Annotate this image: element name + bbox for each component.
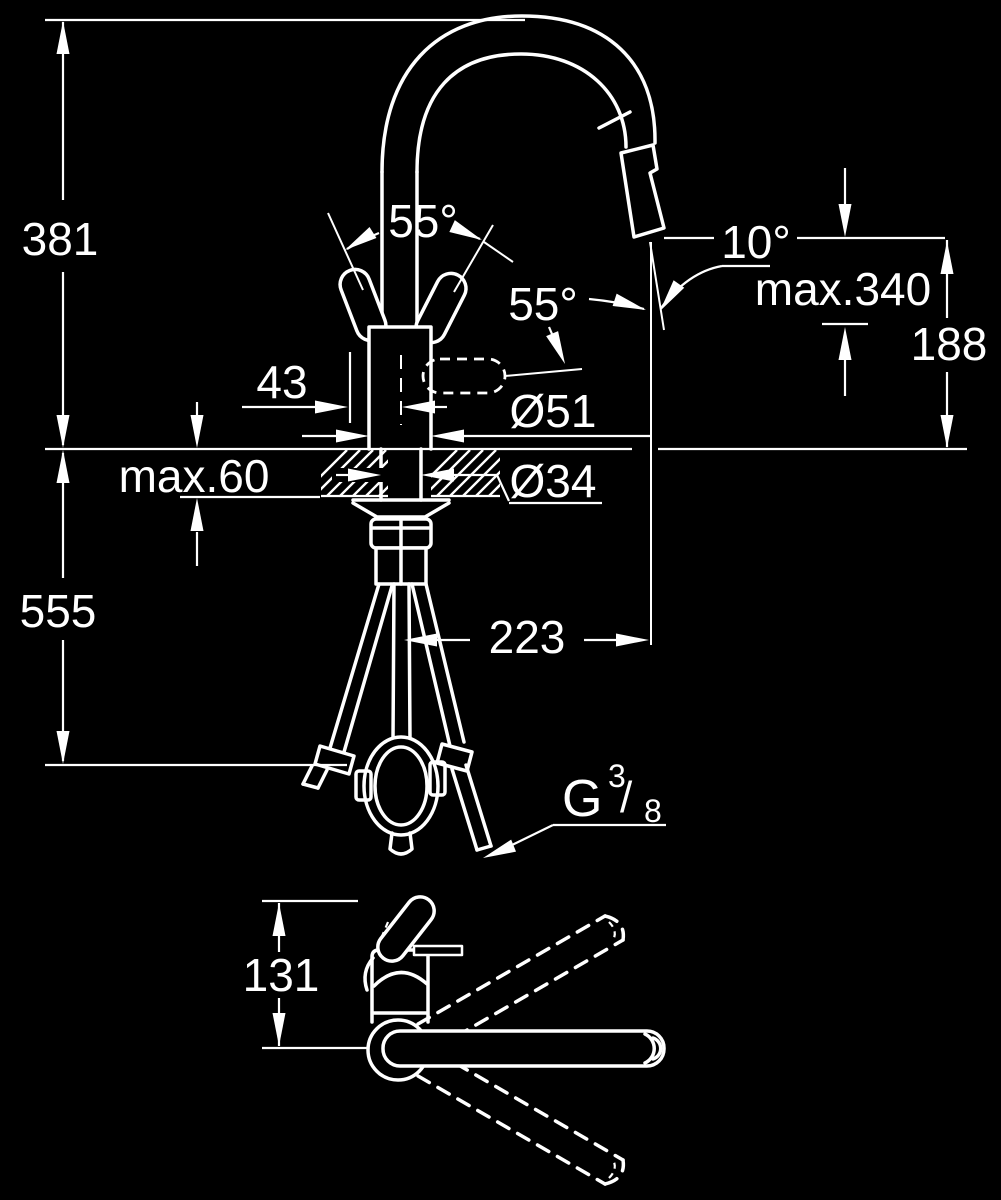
topview-spout-lower-dashed-edge2: [434, 1050, 625, 1162]
dim-label-handle-offset: 43: [256, 356, 307, 408]
left-hose-connector-nut: [313, 744, 356, 776]
topview-spout-lower-tip-detail: [608, 1161, 616, 1179]
dim-label-spout-reach: 223: [489, 611, 566, 663]
topview-spout-upper-dashed-cap: [603, 914, 626, 942]
left-hose-tip-edge2: [316, 768, 329, 790]
hose-loop-end: [388, 831, 414, 856]
spout-joint-line: [597, 110, 632, 130]
right-supply-hose-edge2: [424, 582, 466, 744]
pullout-hose-edge1: [391, 582, 396, 742]
hose-weight-clip-left: [354, 769, 373, 802]
topview-spout-upper-tip-detail: [608, 921, 616, 939]
topview-spout-tip-arc2: [651, 1036, 663, 1061]
dim-label-head-angle: 10°: [721, 216, 791, 268]
dim-label-shank-diameter: Ø34: [510, 455, 597, 507]
right-hose-thread-edge2: [464, 763, 493, 848]
left-hose-tip-edge1: [301, 764, 314, 786]
spray-head: [619, 143, 666, 239]
right-hose-thread-edge1: [450, 767, 479, 852]
dim-label-thread: G 3 / 8: [562, 758, 662, 829]
front-view-dimensions: [45, 18, 967, 865]
dim-label-below-counter-height: 555: [20, 585, 97, 637]
mounting-flange: [351, 501, 451, 519]
hose-weight-clip-right: [428, 760, 447, 797]
topview-lever-hidden-line1: [378, 921, 390, 942]
handle-angle-extension-left: [327, 212, 364, 291]
topview-spout-lower-dashed-edge1: [416, 1074, 607, 1186]
dim-label-counter-thickness: max.60: [119, 450, 270, 502]
topview-spout-upper-dashed-edge1: [416, 914, 607, 1026]
thread-denominator: 8: [644, 793, 662, 829]
topview-handle-lever: [376, 895, 436, 963]
handle-lever-side-position-dashed: [421, 357, 507, 395]
spout-inner-curve: [415, 52, 628, 174]
topview-lever-bulge: [363, 956, 375, 992]
dim-label-outlet-height: 188: [911, 318, 988, 370]
topview-spout-solid: [381, 1029, 666, 1068]
handle-axis-line: [504, 368, 583, 377]
top-view-dimensions: [262, 899, 368, 1050]
thread-letter: G: [562, 770, 602, 828]
spout-outer-curve: [380, 14, 657, 174]
thread-slash: /: [620, 773, 633, 822]
topview-housing: [370, 948, 430, 1024]
dim-label-body-diameter: Ø51: [510, 385, 597, 437]
topview-spout-lower-dashed-cap: [603, 1158, 626, 1186]
topview-cartridge-dome: [372, 970, 429, 988]
front-view-faucet-outline: [301, 14, 666, 856]
left-hose-tip-cap: [301, 782, 320, 790]
right-supply-hose-edge1: [410, 582, 452, 748]
dim-label-total-height: 381: [22, 213, 99, 265]
top-view-faucet-outline: [363, 895, 666, 1186]
topview-spout-tip-arc1: [643, 1032, 656, 1065]
left-supply-hose-edge2: [342, 584, 394, 754]
dim-label-swivel-angle: 55°: [508, 278, 578, 330]
pullout-hose-edge2: [407, 582, 412, 742]
right-hose-thread-cap: [475, 844, 493, 852]
spray-head-axis-line: [649, 241, 665, 331]
handle-angle-extension-right: [453, 224, 494, 293]
dim-label-max-hose-extension: max.340: [755, 263, 931, 315]
dim-label-topview-swing-depth: 131: [243, 949, 320, 1001]
topview-lever-bar: [412, 944, 464, 957]
left-supply-hose-edge1: [328, 582, 381, 750]
dim-label-handle-angle: 55°: [388, 195, 458, 247]
hose-weight-inner: [373, 745, 429, 827]
thread-numerator: 3: [608, 758, 626, 794]
